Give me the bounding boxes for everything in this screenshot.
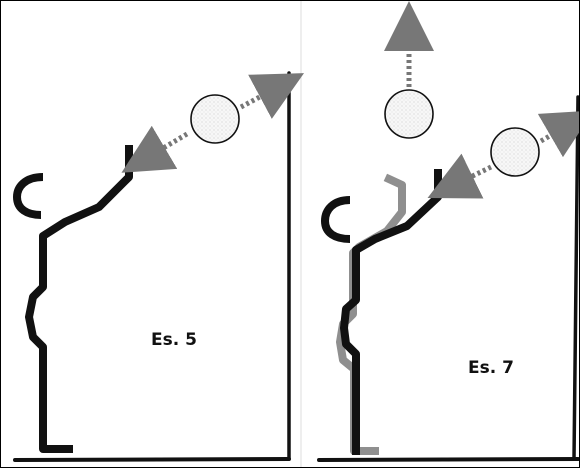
- arrow-left-to-profile: [121, 125, 189, 173]
- c-bracket-right: [320, 196, 351, 243]
- ball-right-top: [384, 89, 434, 139]
- ball-left: [190, 94, 240, 144]
- label-left: Es. 5: [151, 330, 197, 350]
- arrow-left-to-wall: [239, 73, 305, 119]
- ball-right-side: [490, 127, 540, 177]
- arrow-right-to-wall: [537, 110, 579, 158]
- right-panel: Es. 7: [317, 1, 579, 462]
- ground-line-right: [317, 457, 579, 462]
- ground-line-left: [13, 457, 291, 462]
- profile-line-left: [25, 145, 133, 453]
- wall-line-right: [572, 95, 579, 461]
- left-panel: Es. 5: [12, 71, 305, 462]
- arrow-right-to-profile: [427, 153, 493, 199]
- label-right: Es. 7: [468, 358, 514, 378]
- c-bracket-left: [12, 173, 44, 219]
- profile-line-right: [340, 169, 442, 455]
